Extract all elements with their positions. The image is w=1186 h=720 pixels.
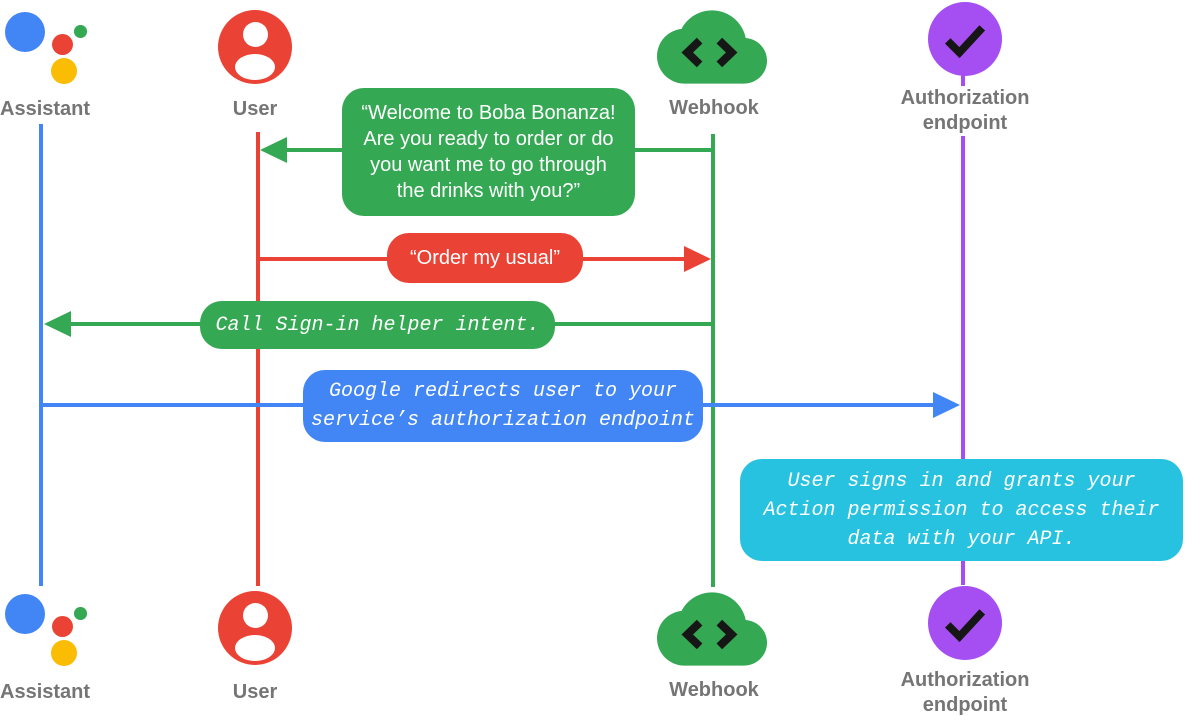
webhook-lifeline [711, 134, 715, 587]
assistant-yellow-dot [50, 639, 78, 667]
webhook-cloud-icon-top [657, 10, 767, 84]
checkmark-icon [945, 25, 986, 59]
assistant-blue-dot [5, 594, 45, 634]
assistant-label-top: Assistant [0, 97, 91, 122]
auth-lifeline [961, 74, 965, 585]
user-lifeline [256, 132, 260, 586]
checkmark-icon [945, 609, 986, 643]
welcome-message-bubble: “Welcome to Boba Bonanza! Are you ready … [342, 88, 635, 216]
user-body-shape [235, 54, 275, 80]
order-arrowhead-icon [684, 246, 711, 272]
redirect-arrowhead-icon [933, 392, 960, 418]
auth-label-bottom: Authorization endpoint [880, 668, 1050, 718]
user-icon-top [218, 10, 292, 84]
assistant-red-dot [51, 33, 73, 55]
webhook-cloud-icon-bottom [657, 592, 767, 666]
user-signin-note: User signs in and grants your Action per… [740, 459, 1183, 561]
auth-check-icon-top [928, 2, 1002, 76]
auth-label-top: Authorization endpoint [880, 86, 1050, 136]
user-head-shape [242, 603, 268, 628]
user-body-shape [235, 635, 275, 661]
user-head-shape [242, 22, 268, 47]
assistant-yellow-dot [50, 57, 78, 85]
webhook-label-bottom: Webhook [654, 678, 774, 703]
user-label-top: User [215, 97, 295, 122]
order-message-bubble: “Order my usual” [387, 233, 583, 283]
redirect-message-bubble: Google redirects user to your service’s … [303, 370, 703, 442]
assistant-blue-dot [5, 12, 45, 52]
signin-helper-message-bubble: Call Sign-in helper intent. [200, 301, 555, 349]
webhook-label-top: Webhook [654, 96, 774, 121]
assistant-green-dot [74, 607, 87, 620]
assistant-red-dot [51, 615, 73, 637]
assistant-lifeline [39, 124, 43, 586]
welcome-arrowhead-icon [260, 137, 287, 163]
auth-check-icon-bottom [928, 586, 1002, 660]
assistant-green-dot [74, 25, 87, 38]
user-icon-bottom [218, 591, 292, 665]
user-label-bottom: User [215, 680, 295, 705]
signin-arrowhead-icon [44, 311, 71, 337]
assistant-label-bottom: Assistant [0, 680, 91, 705]
